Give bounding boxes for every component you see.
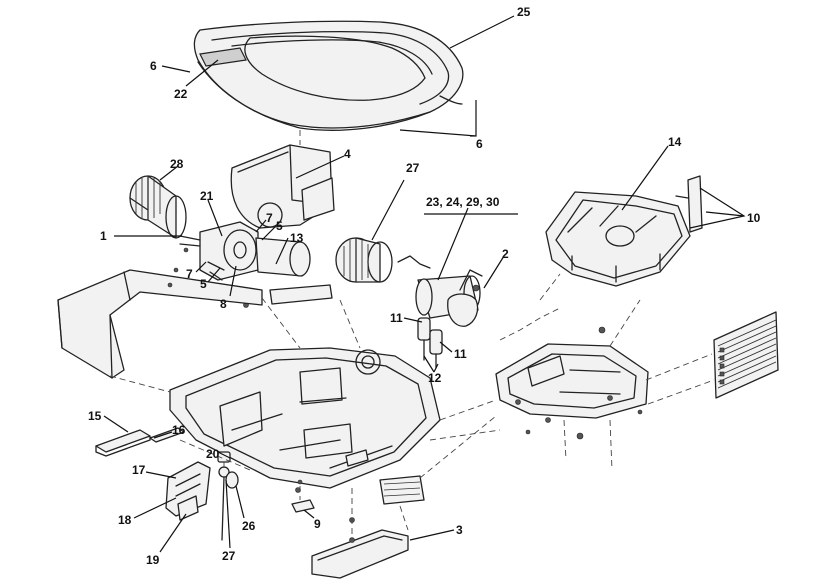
foam-strip-15 — [95, 429, 151, 457]
condenser-grille — [713, 311, 779, 399]
callout-10: 10 — [747, 211, 761, 225]
callout-14: 14 — [668, 135, 682, 149]
gasket-9 — [291, 487, 315, 513]
callout-5-b: 5 — [200, 277, 207, 291]
callout-2: 2 — [502, 247, 509, 261]
mounting-gasket-3 — [311, 529, 409, 579]
blower-housing — [230, 144, 335, 229]
callout-11-right: 11 — [454, 347, 467, 361]
callout-4: 4 — [344, 147, 351, 161]
callout-27-top: 27 — [406, 161, 420, 175]
callout-7-b: 7 — [186, 267, 193, 281]
callout-18: 18 — [118, 513, 132, 527]
callout-3: 3 — [456, 523, 463, 537]
callout-5-a: 5 — [276, 219, 283, 233]
foam-strip-16 — [149, 427, 185, 443]
callout-11-left: 11 — [390, 311, 403, 325]
callout-20: 20 — [206, 447, 220, 461]
callout-27-bottom: 27 — [222, 549, 236, 563]
capacitors — [417, 317, 443, 369]
alignment-lines — [109, 130, 715, 540]
callout-labels: 25 6 22 6 4 28 27 21 7 5 13 1 7 5 8 23, … — [88, 5, 761, 567]
callout-28: 28 — [170, 157, 184, 171]
callout-7-a: 7 — [266, 211, 273, 225]
side-bracket — [57, 269, 263, 379]
callout-6-top: 6 — [150, 59, 157, 73]
callout-19: 19 — [146, 553, 160, 567]
callout-6-right: 6 — [476, 137, 483, 151]
blower-wheel-right — [335, 237, 393, 283]
callout-1: 1 — [100, 229, 107, 243]
callout-15: 15 — [88, 409, 102, 423]
knob-26 — [225, 471, 239, 489]
blower-wheel-left — [129, 175, 187, 239]
callout-13: 13 — [290, 231, 304, 245]
callout-25: 25 — [517, 5, 531, 19]
callout-17: 17 — [132, 463, 146, 477]
baffle-plate — [675, 175, 703, 233]
callout-21: 21 — [200, 189, 214, 203]
compressor — [397, 255, 483, 327]
leader-lines — [103, 15, 746, 553]
callout-8: 8 — [220, 297, 227, 311]
condenser-pan — [495, 326, 649, 440]
callout-23-24-29-30: 23, 24, 29, 30 — [426, 195, 500, 209]
callout-22: 22 — [174, 87, 188, 101]
coil-housing — [545, 191, 691, 287]
callout-9: 9 — [314, 517, 321, 531]
callout-26: 26 — [242, 519, 256, 533]
callout-12: 12 — [428, 371, 442, 385]
shroud-cover — [193, 20, 464, 131]
callout-16: 16 — [172, 423, 186, 437]
base-pan — [169, 347, 441, 505]
control-box-17 — [165, 461, 211, 521]
